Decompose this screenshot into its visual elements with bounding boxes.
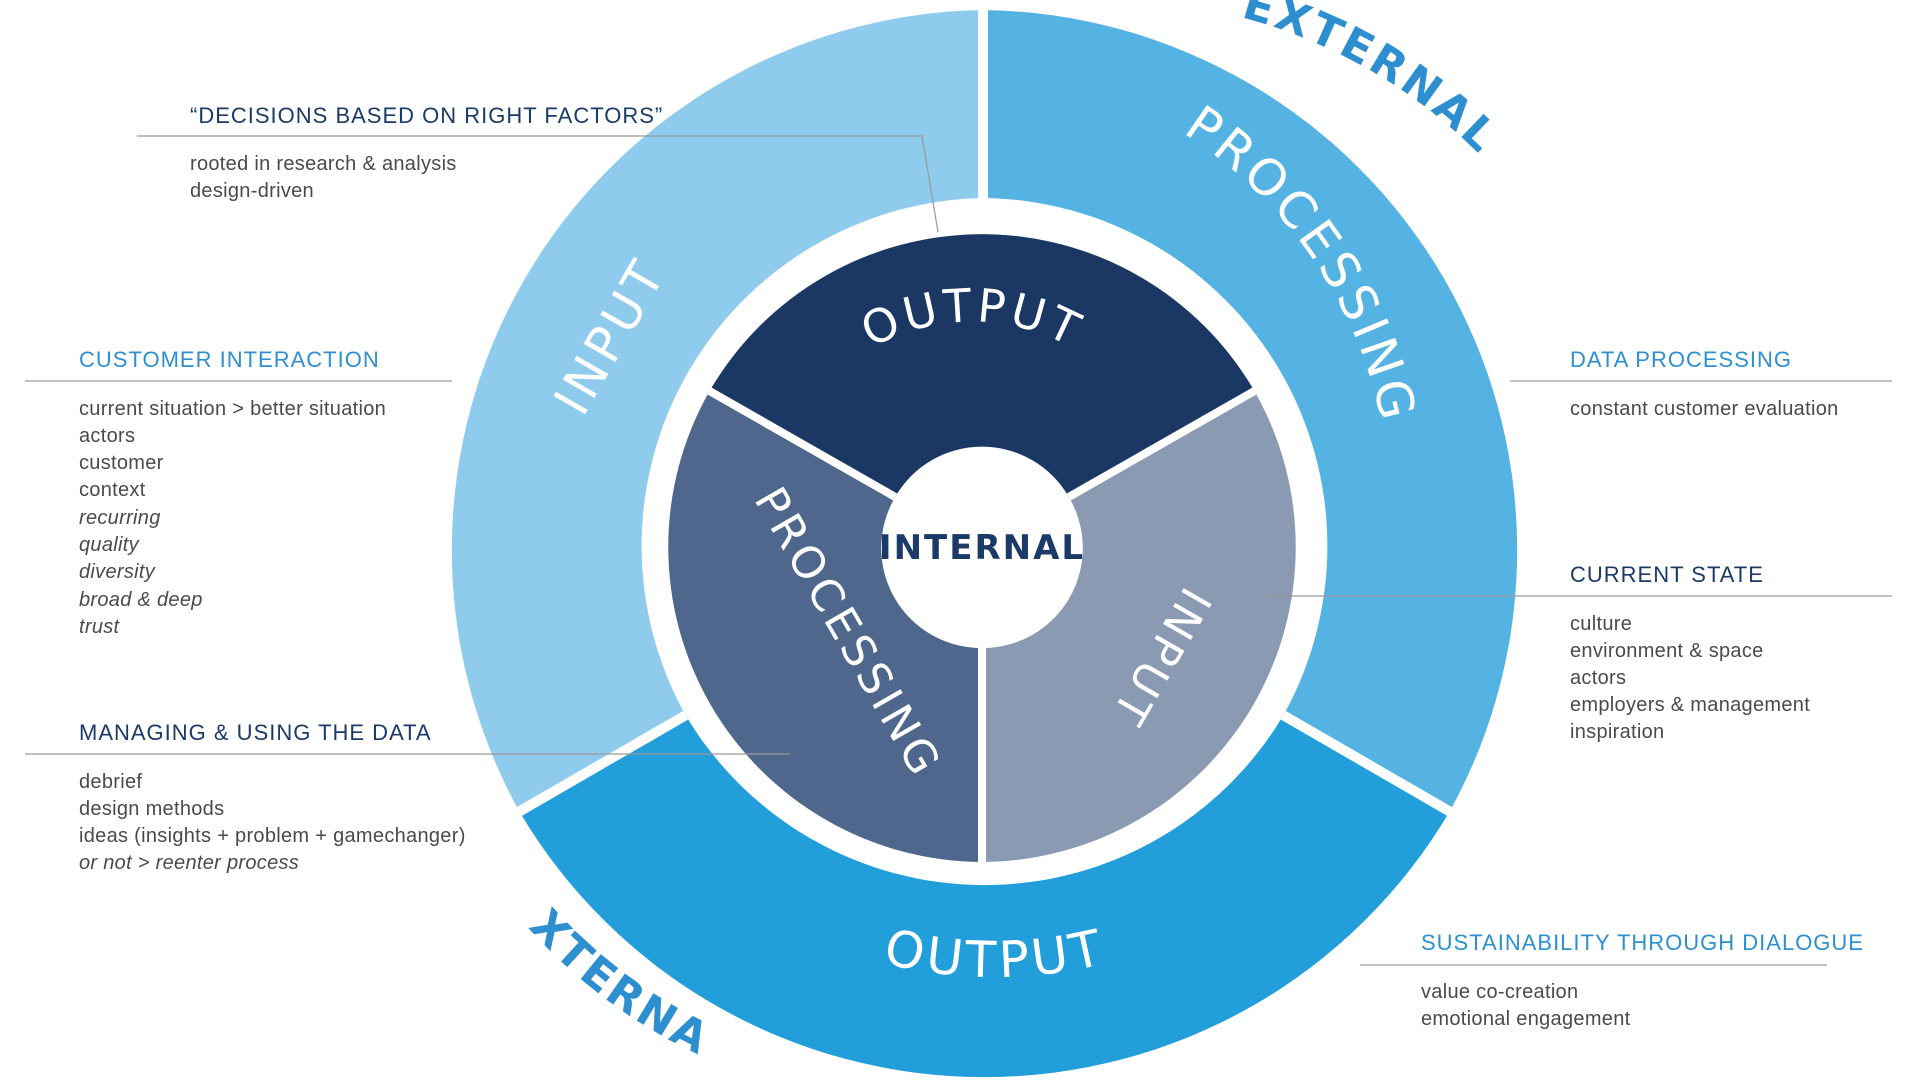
note-sustainability: SUSTAINABILITY THROUGH DIALOGUE value co…	[1421, 930, 1864, 1030]
note-decisions: “DECISIONS BASED ON RIGHT FACTORS” roote…	[190, 103, 663, 202]
note-line: design methods	[79, 798, 224, 820]
note-title: CUSTOMER INTERACTION	[79, 347, 380, 372]
note-line: current situation > better situation	[79, 398, 386, 420]
note-line: actors	[1570, 667, 1626, 689]
note-customer-interaction: CUSTOMER INTERACTION current situation >…	[79, 347, 386, 638]
outer-segment-output	[519, 715, 1450, 1078]
note-line: context	[79, 479, 146, 501]
outer-segment-input	[451, 10, 983, 812]
center-label: INTERNAL	[879, 528, 1085, 568]
note-line: emotional engagement	[1421, 1008, 1631, 1030]
note-line: constant customer evaluation	[1570, 398, 1839, 420]
center-circle	[890, 458, 1074, 642]
note-data-processing: DATA PROCESSING constant customer evalua…	[1570, 347, 1839, 420]
note-line: value co-creation	[1421, 981, 1578, 1003]
note-line: inspiration	[1570, 721, 1664, 743]
note-line: recurring	[79, 507, 161, 529]
outer-segment-processing	[983, 10, 1518, 812]
note-line: environment & space	[1570, 640, 1764, 662]
inner-segment-processing	[668, 391, 982, 862]
note-managing-data: MANAGING & USING THE DATA debrief design…	[79, 720, 466, 874]
inner-dividers	[704, 385, 1260, 866]
note-line: diversity	[79, 561, 156, 583]
note-line: trust	[79, 616, 121, 638]
note-line: ideas (insights + problem + gamechanger)	[79, 825, 466, 847]
inner-segment-output	[709, 234, 1255, 497]
note-line: debrief	[79, 771, 142, 793]
inner-segment-input	[982, 391, 1296, 862]
note-line: broad & deep	[79, 589, 203, 611]
note-line: or not > reenter process	[79, 852, 299, 874]
leader-lines	[25, 135, 1892, 966]
note-title: CURRENT STATE	[1570, 562, 1764, 587]
note-line: rooted in research & analysis	[190, 153, 457, 175]
note-line: quality	[79, 534, 140, 556]
note-title: SUSTAINABILITY THROUGH DIALOGUE	[1421, 930, 1864, 955]
note-line: design-driven	[190, 180, 314, 202]
note-title: DATA PROCESSING	[1570, 347, 1792, 372]
ring-gap	[654, 222, 1310, 878]
note-title: “DECISIONS BASED ON RIGHT FACTORS”	[190, 103, 663, 128]
note-line: actors	[79, 425, 135, 447]
note-line: customer	[79, 452, 164, 474]
note-current-state: CURRENT STATE culture environment & spac…	[1570, 562, 1810, 743]
note-line: employers & management	[1570, 694, 1810, 716]
outer-dividers	[512, 5, 1457, 819]
note-title: MANAGING & USING THE DATA	[79, 720, 432, 745]
note-line: culture	[1570, 613, 1632, 635]
